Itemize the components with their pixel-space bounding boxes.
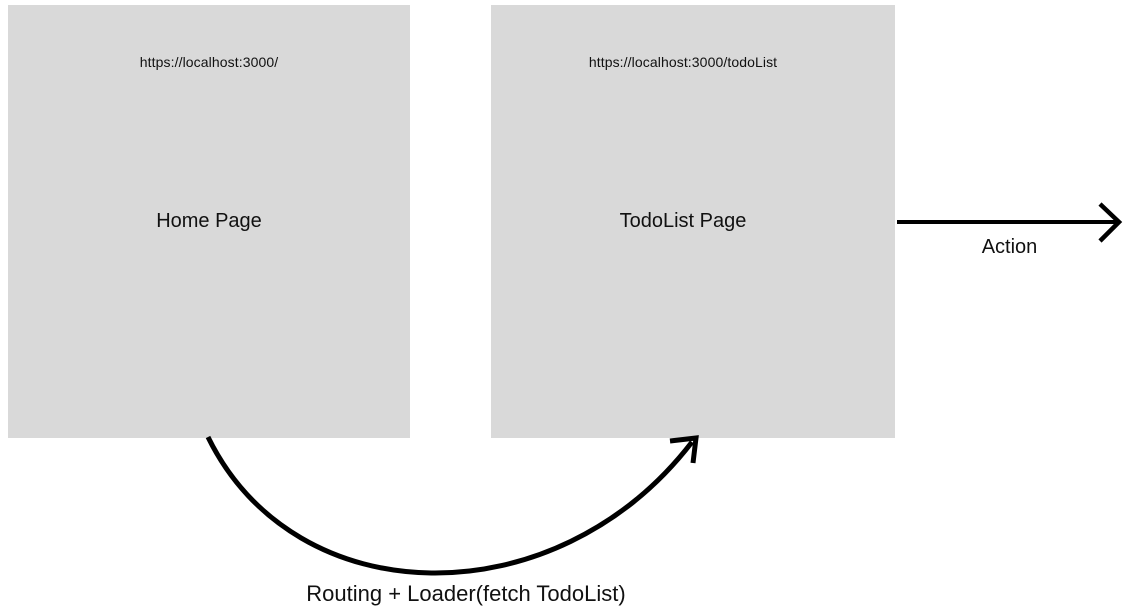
routing-arrowhead	[669, 435, 699, 464]
routing-arrow-label: Routing + Loader(fetch TodoList)	[306, 581, 626, 606]
routing-arrow	[205, 435, 699, 576]
home-page-title: Home Page	[156, 210, 262, 232]
todolist-page-url-label: https://localhost:3000/todoList	[588, 54, 778, 70]
action-arrow-label: Action	[981, 236, 1038, 258]
home-page-box: https://localhost:3000/ Home Page	[8, 5, 410, 438]
todolist-page-box: https://localhost:3000/todoList TodoList…	[491, 5, 895, 438]
home-page-url-label: https://localhost:3000/	[139, 54, 279, 70]
todolist-page-title: TodoList Page	[619, 210, 747, 232]
